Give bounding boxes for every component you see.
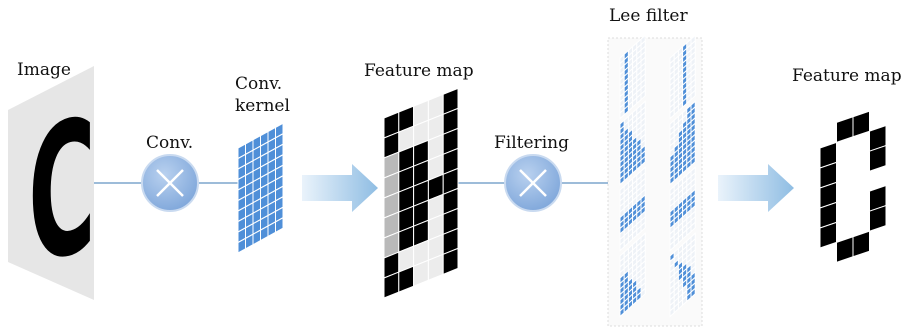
lee-filter-cell: [690, 155, 696, 167]
label-feature-map-2: Feature map: [792, 66, 902, 86]
label-kernel-line1: Conv.: [235, 74, 283, 94]
lee-filter-kernel: [669, 166, 696, 252]
lee-filter-cell: [640, 155, 646, 167]
lee-filter-kernel: [619, 166, 646, 252]
feature-map-1-cell: [442, 247, 459, 276]
feature-map-2-cell: [852, 110, 870, 138]
lee-filter-set: [619, 34, 696, 318]
label-feature-map-1: Feature map: [364, 61, 474, 81]
input-image: C: [8, 66, 96, 307]
image-letter: C: [28, 78, 96, 307]
lee-filter-kernel: [619, 232, 646, 318]
feature-map-2-cell: [836, 116, 854, 144]
feature-map-2-cell: [852, 230, 870, 258]
conv-kernel-grid: [237, 122, 284, 254]
feature-map-2-cell: [869, 144, 887, 172]
lee-filter-kernel: [669, 232, 696, 318]
feature-map-2-cell: [836, 236, 854, 264]
label-conv: Conv.: [146, 133, 194, 153]
conv-operator: [141, 154, 199, 212]
lee-filter-cell: [640, 221, 646, 233]
feature-map-2-grid: [819, 110, 887, 264]
arrow-1: [302, 164, 378, 212]
label-lee-filter: Lee filter: [609, 6, 688, 26]
lee-filter-cell: [640, 287, 646, 299]
lee-filter-kernel: [619, 34, 646, 120]
feature-map-2-cell: [869, 204, 887, 232]
label-filtering: Filtering: [494, 133, 569, 153]
lee-filter-cell: [690, 89, 696, 101]
label-kernel-line2: kernel: [235, 96, 290, 116]
feature-map-1-grid: [383, 87, 459, 299]
lee-filter-cell: [690, 221, 696, 233]
lee-filter-kernel: [669, 100, 696, 186]
filtering-operator: [504, 154, 562, 212]
label-image: Image: [17, 60, 71, 80]
lee-filter-cell: [640, 89, 646, 101]
lee-filter-kernel: [669, 34, 696, 120]
kernel-cell: [275, 216, 284, 234]
lee-filter-cell: [690, 287, 696, 299]
arrow-2: [718, 164, 794, 212]
lee-filter-kernel: [619, 100, 646, 186]
